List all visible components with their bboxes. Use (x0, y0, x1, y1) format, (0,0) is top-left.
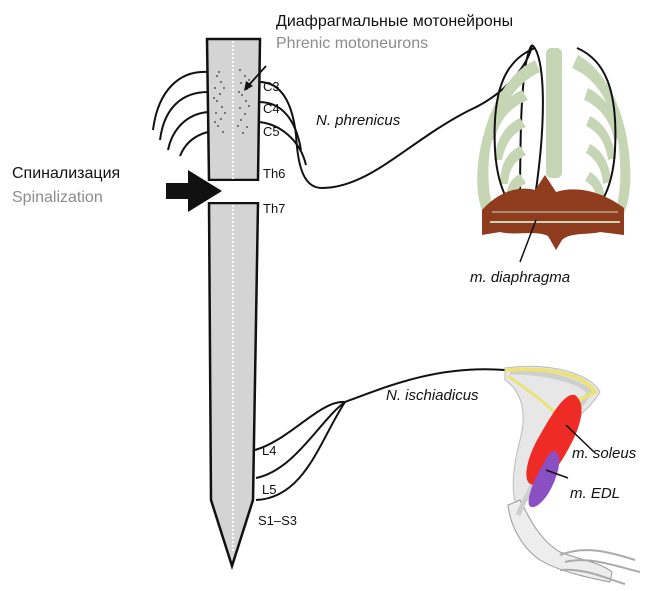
edl-muscle-label: m. EDL (570, 486, 620, 501)
hindlimb (505, 366, 640, 584)
segment-th6-label: Th6 (263, 167, 285, 180)
segment-c5-label: C5 (263, 125, 280, 138)
segment-l4-label: L4 (262, 444, 276, 457)
segment-s1-s3-label: S1–S3 (258, 514, 297, 527)
segment-c4-label: C4 (263, 102, 280, 115)
spinal-cord (200, 39, 266, 566)
sciatic-nerve-label: N. ischiadicus (386, 388, 479, 403)
segment-l5-label: L5 (262, 483, 276, 496)
phrenic-motoneurons-label-en: Phrenic motoneurons (276, 36, 428, 52)
cervical-roots-left (153, 72, 208, 156)
spinalization-label-ru: Спинализация (12, 166, 120, 182)
segment-th7-label: Th7 (263, 202, 285, 215)
phrenic-motoneurons-label-ru: Диафрагмальные мотонейроны (276, 14, 513, 30)
segment-c3-label: C3 (263, 80, 280, 93)
diaphragm-muscle-label: m. diaphragma (470, 270, 570, 285)
spinalization-label-en: Spinalization (12, 190, 103, 206)
soleus-muscle-label: m. soleus (572, 446, 636, 461)
phrenic-nerve-label: N. phrenicus (316, 113, 400, 128)
phrenic-nerve (259, 45, 543, 216)
